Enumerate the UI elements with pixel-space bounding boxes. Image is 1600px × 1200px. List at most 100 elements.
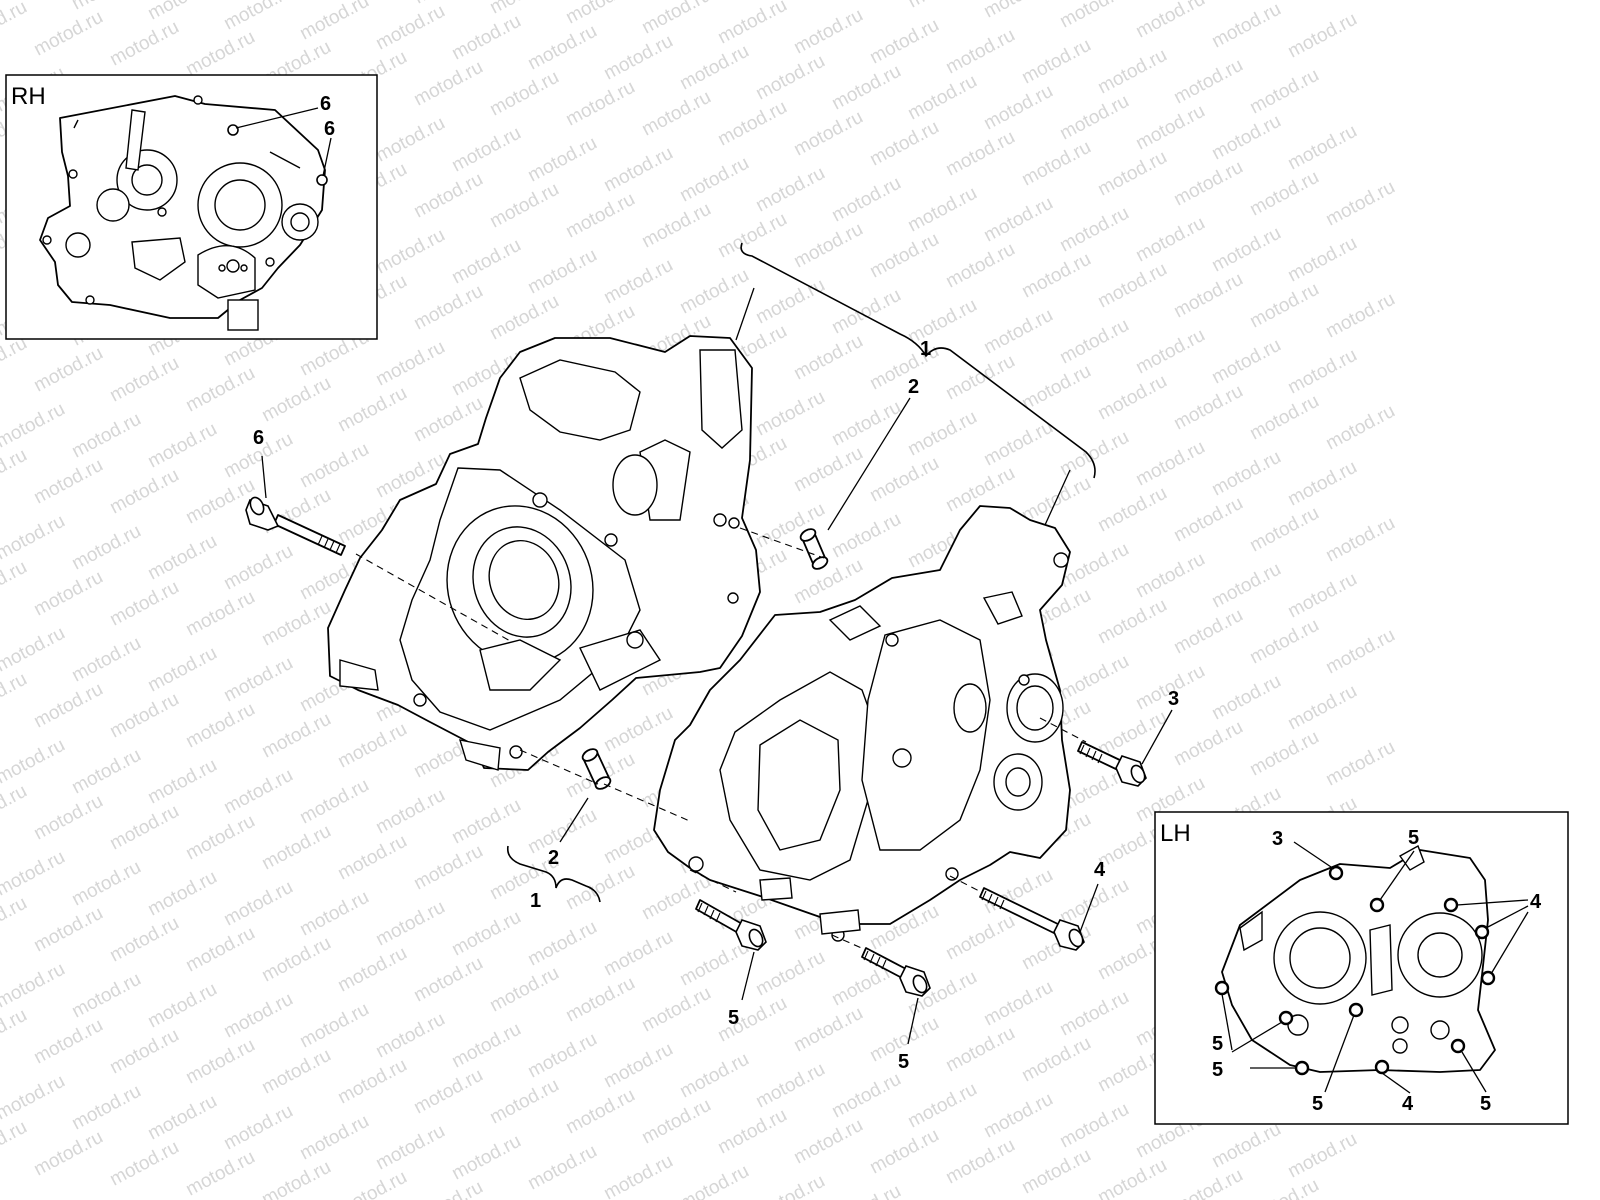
watermark-text: motod.ru: [296, 775, 372, 829]
watermark-text: motod.ru: [752, 387, 828, 441]
watermark-text: motod.ru: [486, 179, 562, 233]
watermark-text: motod.ru: [524, 245, 600, 299]
watermark-text: motod.ru: [638, 983, 714, 1037]
axis-line-bolt-6: [355, 553, 513, 643]
watermark-text: motod.ru: [1132, 213, 1208, 267]
watermark-text: motod.ru: [600, 703, 676, 757]
watermark-text: motod.ru: [0, 847, 69, 901]
watermark-text: motod.ru: [182, 475, 258, 529]
watermark-text: motod.ru: [1284, 569, 1360, 623]
callout-5-left: 5: [728, 1007, 739, 1029]
watermark-text: motod.ru: [1094, 371, 1170, 425]
watermark-text: motod.ru: [676, 153, 752, 207]
watermark-text: motod.ru: [1322, 401, 1398, 455]
watermark-text: motod.ru: [182, 699, 258, 753]
watermark-text: motod.ru: [828, 397, 904, 451]
watermark-text: motod.ru: [258, 933, 334, 987]
watermark-text: motod.ru: [182, 1147, 258, 1200]
leader-callout-4: [1079, 883, 1099, 933]
inset-lh-leader-5e: [1324, 1014, 1355, 1093]
watermark-text: motod.ru: [1208, 447, 1284, 501]
watermark-text: motod.ru: [562, 973, 638, 1027]
watermark-text: motod.ru: [1094, 147, 1170, 201]
leader-callout-6: [261, 455, 267, 499]
watermark-text: motod.ru: [448, 11, 524, 65]
watermark-text: motod.ru: [904, 1079, 980, 1133]
watermark-text: motod.ru: [1246, 1175, 1322, 1200]
inset-rh-label: RH: [11, 83, 46, 110]
watermark-text: motod.ru: [448, 795, 524, 849]
watermark-text: motod.ru: [1132, 0, 1208, 42]
axis-line-bolt-4: [949, 875, 986, 895]
watermark-text: motod.ru: [410, 0, 486, 8]
bracket-leader-1b: [1044, 469, 1071, 526]
crankcase-lh-outline-icon: [1214, 844, 1496, 1076]
watermark-text: motod.ru: [30, 567, 106, 621]
watermark-text: motod.ru: [410, 1177, 486, 1200]
watermark-text: motod.ru: [1094, 259, 1170, 313]
inset-lh-callout-5-top: 5: [1408, 827, 1419, 849]
axis-line-bolt-5-right: [831, 934, 867, 951]
flange-bolt-5-right-icon: [861, 947, 931, 997]
watermark-text: motod.ru: [410, 1065, 486, 1119]
watermark-text: motod.ru: [1018, 361, 1094, 415]
watermark-text: motod.ru: [448, 235, 524, 289]
watermark-text: motod.ru: [600, 143, 676, 197]
watermark-text: motod.ru: [828, 1181, 904, 1200]
watermark-text: motod.ru: [334, 719, 410, 773]
watermark-text: motod.ru: [30, 7, 106, 61]
watermark-text: motod.ru: [30, 679, 106, 733]
callout-2-bottom: 2: [548, 847, 559, 869]
watermark-text: motod.ru: [1284, 9, 1360, 63]
watermark-text: motod.ru: [220, 541, 296, 595]
axis-line-bolt-5-left: [689, 869, 737, 893]
watermark-text: motod.ru: [1208, 671, 1284, 725]
watermark-text: motod.ru: [372, 225, 448, 279]
watermark-text: motod.ru: [600, 31, 676, 85]
watermark-text: motod.ru: [30, 791, 106, 845]
watermark-text: motod.ru: [1018, 1033, 1094, 1087]
watermark-text: motod.ru: [1056, 91, 1132, 145]
flange-bolt-6-icon: [245, 496, 346, 556]
watermark-text: motod.ru: [1094, 483, 1170, 537]
watermark-text: motod.ru: [296, 439, 372, 493]
watermark-text: motod.ru: [1170, 157, 1246, 211]
watermark-text: motod.ru: [1170, 605, 1246, 659]
watermark-text: motod.ru: [1056, 1099, 1132, 1153]
watermark-text: motod.ru: [1170, 493, 1246, 547]
dowel-pin-lower-icon: [581, 748, 612, 790]
watermark-text: motod.ru: [1056, 315, 1132, 369]
inset-lh-callout-5-bottom-b: 5: [1480, 1093, 1491, 1115]
watermark-text: motod.ru: [1208, 0, 1284, 52]
watermark-text: motod.ru: [372, 1, 448, 55]
watermark-text: motod.ru: [1056, 539, 1132, 593]
watermark-text: motod.ru: [676, 1161, 752, 1200]
watermark-text: motod.ru: [30, 343, 106, 397]
watermark-text: motod.ru: [68, 521, 144, 575]
watermark-text: motod.ru: [1018, 137, 1094, 191]
watermark-text: motod.ru: [1132, 549, 1208, 603]
inset-lh-leader-5c: [1231, 1021, 1283, 1053]
watermark-text: motod.ru: [790, 107, 866, 161]
watermark-text: motod.ru: [1094, 45, 1170, 99]
watermark-text: motod.ru: [638, 1095, 714, 1149]
inset-lh-leader-5b: [1221, 993, 1233, 1051]
crankcase-rh-outline-icon: [39, 95, 328, 331]
watermark-text: motod.ru: [1208, 335, 1284, 389]
watermark-text: motod.ru: [1056, 203, 1132, 257]
watermark-text: motod.ru: [0, 959, 69, 1013]
watermark-text: motod.ru: [866, 1125, 942, 1179]
watermark-text: motod.ru: [258, 709, 334, 763]
watermark-text: motod.ru: [1056, 651, 1132, 705]
watermark-text: motod.ru: [220, 989, 296, 1043]
watermark-text: motod.ru: [1246, 727, 1322, 781]
watermark-text: motod.ru: [752, 1059, 828, 1113]
watermark-text: motod.ru: [0, 781, 31, 835]
leader-callout-2-top: [827, 397, 911, 531]
callout-3: 3: [1168, 688, 1179, 710]
watermark-text: motod.ru: [0, 669, 31, 723]
watermark-text: motod.ru: [752, 947, 828, 1001]
watermark-text: motod.ru: [942, 1023, 1018, 1077]
crankcase-lh-half-icon: [653, 505, 1071, 942]
